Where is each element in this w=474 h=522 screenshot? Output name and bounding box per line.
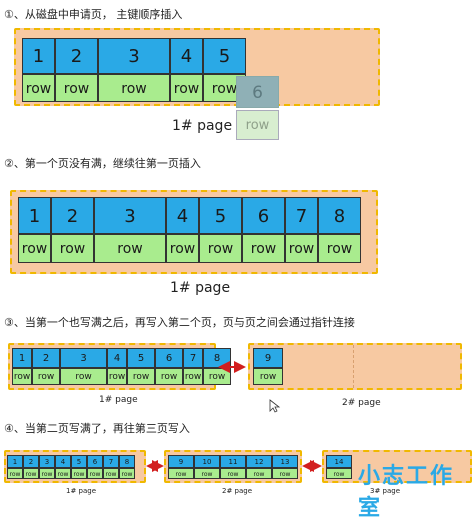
s1-id-4: 4 (170, 38, 203, 74)
s2-id-1: 1 (18, 197, 51, 234)
page-label-s3-p1: 1# page (99, 395, 138, 405)
s2-id-6: 6 (242, 197, 285, 234)
step-2-title: ②、第一个页没有满，继续往第一页插入 (4, 157, 201, 170)
page-label-s4-p1: 1# page (66, 487, 97, 495)
s4-p1-row-3: row (39, 468, 55, 479)
s4-p1-id-1: 1 (7, 455, 23, 468)
s3-p1-row-6: row (155, 368, 183, 385)
watermark: 小志工作室 (358, 464, 455, 521)
mouse-cursor-icon (269, 399, 281, 413)
s1-id-5: 5 (203, 38, 246, 74)
s3-p1-row-1: row (12, 368, 32, 385)
s4-p2-id-9: 9 (168, 455, 194, 468)
s1-row-3: row (98, 74, 170, 102)
s2-row-1: row (18, 234, 51, 263)
s4-p2-row-10: row (194, 468, 220, 479)
s4-p1-id-5: 5 (71, 455, 87, 468)
s4-p2-id-11: 11 (220, 455, 246, 468)
s4-p3-id-14: 14 (326, 455, 352, 468)
s1-row-1: row (22, 74, 55, 102)
s2-row-5: row (199, 234, 242, 263)
s4-p2-id-10: 10 (194, 455, 220, 468)
pointer-arrows (146, 361, 322, 472)
s3-p1-id-3: 3 (60, 348, 107, 368)
s1-id-1: 1 (22, 38, 55, 74)
page-label-s4-p2: 2# page (222, 487, 253, 495)
s1-row-2: row (55, 74, 98, 102)
s3-p1-row-3: row (60, 368, 107, 385)
step-3-title: ③、当第一个也写满之后，再写入第二个页，页与页之间会通过指针连接 (4, 316, 355, 329)
s4-p2-id-12: 12 (246, 455, 272, 468)
step-4-title: ④、当第二页写满了，再往第三页写入 (4, 422, 190, 435)
s4-p3-row-14: row (326, 468, 352, 479)
s4-p1-id-4: 4 (55, 455, 71, 468)
s3-p1-row-5: row (127, 368, 155, 385)
s4-p2-row-12: row (246, 468, 272, 479)
page-label-s3-p2: 2# page (342, 398, 381, 408)
s4-p1-id-6: 6 (87, 455, 103, 468)
s4-p1-row-2: row (23, 468, 39, 479)
s4-p1-row-4: row (55, 468, 71, 479)
s3-p1-row-7: row (183, 368, 203, 385)
s3-p1-id-1: 1 (12, 348, 32, 368)
s4-p2-id-13: 13 (272, 455, 298, 468)
s4-p2-row-9: row (168, 468, 194, 479)
page-2-divider (353, 345, 354, 388)
s4-p1-row-6: row (87, 468, 103, 479)
s2-id-7: 7 (285, 197, 318, 234)
s1-row-4: row (170, 74, 203, 102)
s2-id-3: 3 (94, 197, 166, 234)
s4-p1-row-7: row (103, 468, 119, 479)
s4-p1-id-7: 7 (103, 455, 119, 468)
page-2-s3 (248, 343, 462, 390)
s4-p2-row-11: row (220, 468, 246, 479)
page-label-s1: 1# page (172, 118, 233, 134)
s2-row-7: row (285, 234, 318, 263)
s2-id-5: 5 (199, 197, 242, 234)
s4-p1-row-5: row (71, 468, 87, 479)
s3-p1-id-2: 2 (32, 348, 60, 368)
page-label-s2: 1# page (170, 280, 231, 296)
s3-p1-id-7: 7 (183, 348, 203, 368)
s3-p1-id-4: 4 (107, 348, 127, 368)
s4-p2-row-13: row (272, 468, 298, 479)
step-1-title: ①、从磁盘中申请页， 主键顺序插入 (4, 8, 183, 21)
s4-p1-id-8: 8 (119, 455, 135, 468)
s2-row-3: row (94, 234, 166, 263)
s2-id-2: 2 (51, 197, 94, 234)
ghost-record-id: 6 (236, 76, 279, 108)
s1-id-2: 2 (55, 38, 98, 74)
page-label-s4-p3: 3# page (370, 487, 401, 495)
s2-row-8: row (318, 234, 361, 263)
s3-p2-id-9: 9 (253, 348, 283, 368)
s3-p1-id-5: 5 (127, 348, 155, 368)
s3-p1-row-4: row (107, 368, 127, 385)
s4-p1-row-8: row (119, 468, 135, 479)
s3-p1-id-6: 6 (155, 348, 183, 368)
ghost-record-row: row (236, 110, 279, 140)
s3-p2-row-9: row (253, 368, 283, 385)
s4-p1-id-3: 3 (39, 455, 55, 468)
s2-id-4: 4 (166, 197, 199, 234)
s2-row-6: row (242, 234, 285, 263)
s4-p1-row-1: row (7, 468, 23, 479)
s2-id-8: 8 (318, 197, 361, 234)
s2-row-4: row (166, 234, 199, 263)
s4-p1-id-2: 2 (23, 455, 39, 468)
s3-p1-row-2: row (32, 368, 60, 385)
s2-row-2: row (51, 234, 94, 263)
s1-id-3: 3 (98, 38, 170, 74)
